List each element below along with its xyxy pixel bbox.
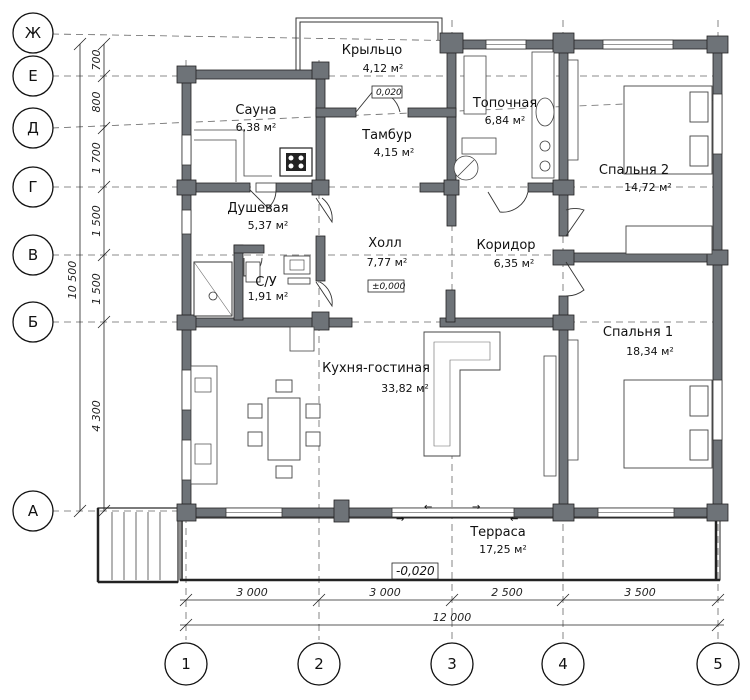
room-area-su: 1,91 м²	[248, 290, 289, 303]
dim-v-800: 800	[90, 92, 103, 113]
porch-outline	[295, 17, 443, 70]
sauna-benches	[194, 129, 272, 182]
level-marks: 0,020 ±0,000 -0,020	[367, 85, 439, 580]
letter-grid-lines	[51, 33, 721, 512]
axis-marker-g	[12, 166, 54, 208]
axis-marker-a	[12, 490, 54, 532]
vertical-dimensions: 700 800 1 700 1 500 1 500 4 300 10 500	[66, 37, 111, 518]
room-name-tambur: Тамбур	[361, 128, 412, 143]
axis-marker-3	[430, 642, 474, 686]
axis-label-1: 1	[181, 655, 191, 673]
number-axis-markers: 1 2 3 4 5	[164, 642, 740, 686]
room-name-topochnaya: Топочная	[472, 96, 537, 111]
axis-marker-2	[297, 642, 341, 686]
dining-table	[247, 379, 321, 479]
room-area-spalnya2: 14,72 м²	[624, 181, 672, 194]
sofa	[423, 331, 501, 457]
room-name-koridor: Коридор	[476, 238, 535, 253]
axis-label-e: Е	[28, 67, 37, 85]
axis-marker-b	[12, 301, 54, 343]
dim-h-2500: 2 500	[491, 586, 523, 599]
room-name-krylco: Крыльцо	[342, 43, 403, 58]
axis-label-g: Г	[28, 178, 37, 196]
wc-fixtures	[245, 255, 311, 283]
room-area-terrasa: 17,25 м²	[479, 543, 527, 556]
axis-marker-zh	[12, 12, 54, 54]
svg-text:←: ←	[510, 514, 518, 525]
terrace-steps	[96, 507, 179, 584]
bed-bedroom-2	[623, 85, 713, 255]
doors	[243, 89, 585, 308]
level-krylco: 0,020	[376, 88, 402, 98]
dim-h-total: 12 000	[433, 611, 472, 624]
room-area-krylco: 4,12 м²	[363, 62, 404, 75]
svg-text:→: →	[396, 514, 404, 525]
svg-text:←: ←	[424, 502, 432, 513]
terrace-door-arrows: ← → → ←	[396, 502, 518, 525]
axis-label-3: 3	[447, 655, 457, 673]
dim-h-3500: 3 500	[624, 586, 656, 599]
room-area-topochnaya: 6,84 м²	[485, 114, 526, 127]
room-name-holl: Холл	[368, 236, 401, 251]
room-area-koridor: 6,35 м²	[494, 257, 535, 270]
room-area-spalnya1: 18,34 м²	[626, 345, 674, 358]
dim-v-total: 10 500	[66, 261, 79, 300]
dim-h-3000a: 3 000	[236, 586, 268, 599]
axis-marker-e	[12, 55, 54, 97]
level-holl: ±0,000	[372, 282, 406, 292]
kitchen-counter	[190, 326, 315, 485]
axis-marker-d	[12, 107, 54, 149]
axis-label-a: А	[28, 502, 39, 520]
windows	[181, 39, 723, 518]
axis-label-b: Б	[28, 313, 38, 331]
axis-marker-4	[541, 642, 585, 686]
dim-h-3000b: 3 000	[369, 586, 401, 599]
axis-marker-v	[12, 234, 54, 276]
room-name-spalnya2: Спальня 2	[599, 163, 669, 178]
room-area-kuhnya: 33,82 м²	[381, 382, 429, 395]
axis-label-4: 4	[558, 655, 568, 673]
axis-label-d: Д	[27, 119, 39, 137]
axis-marker-1	[164, 642, 208, 686]
dim-v-4300: 4 300	[90, 400, 103, 432]
letter-axis-markers: Ж Е Д Г В Б А	[12, 12, 54, 532]
dim-v-1500b: 1 500	[90, 273, 103, 305]
dim-v-1700: 1 700	[90, 142, 103, 174]
svg-text:→: →	[472, 502, 480, 513]
wardrobe-bedroom	[567, 59, 579, 461]
dim-v-700: 700	[90, 50, 103, 71]
room-area-holl: 7,77 м²	[367, 256, 408, 269]
room-name-spalnya1: Спальня 1	[603, 325, 673, 340]
axis-label-v: В	[28, 246, 38, 264]
wardrobe-kitchen	[543, 355, 557, 477]
room-name-terrasa: Терраса	[469, 525, 526, 540]
room-name-su: С/У	[255, 275, 276, 290]
terrace-outline	[179, 517, 721, 582]
boiler-room-equipment	[453, 51, 555, 181]
sauna-stove-icon	[279, 147, 313, 177]
axis-label-zh: Ж	[25, 24, 41, 42]
room-name-dushevaya: Душевая	[227, 201, 288, 216]
axis-label-5: 5	[713, 655, 723, 673]
axis-marker-5	[696, 642, 740, 686]
room-labels: Крыльцо 4,12 м² Сауна 6,38 м² Тамбур 4,1…	[227, 43, 673, 556]
room-name-sauna: Сауна	[235, 103, 276, 118]
level-terrace: -0,020	[396, 564, 435, 578]
room-name-kuhnya: Кухня-гостиная	[322, 361, 430, 376]
bed-bedroom-1	[623, 379, 713, 469]
room-area-tambur: 4,15 м²	[374, 146, 415, 159]
dim-v-1500a: 1 500	[90, 205, 103, 237]
horizontal-dimensions: 3 000 3 000 2 500 3 500 12 000	[179, 586, 725, 632]
axis-label-2: 2	[314, 655, 324, 673]
shower-tray	[193, 261, 233, 317]
room-area-dushevaya: 5,37 м²	[248, 219, 289, 232]
room-area-sauna: 6,38 м²	[236, 121, 277, 134]
